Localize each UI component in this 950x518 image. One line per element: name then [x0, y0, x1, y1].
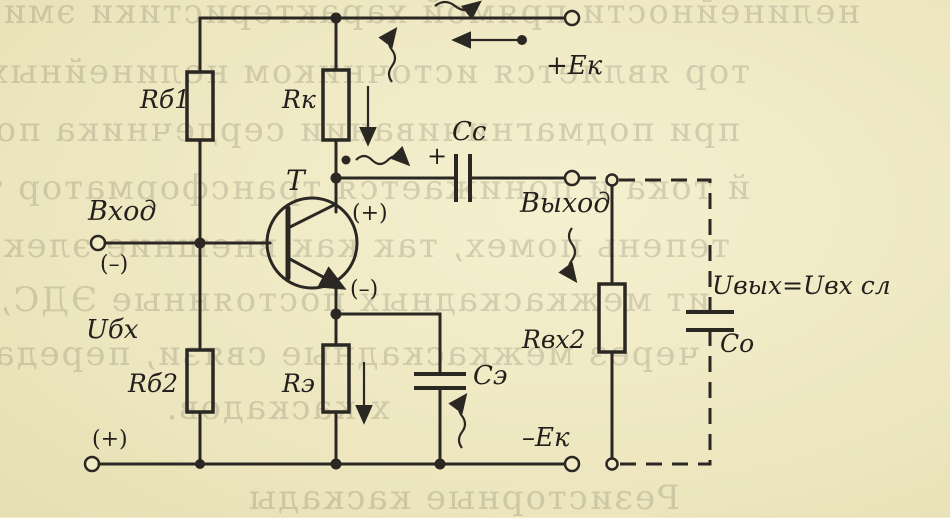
- co-dashed-wire: [619, 178, 712, 466]
- collector-polarity-label: (+): [352, 201, 388, 226]
- bottom-plus-terminal[interactable]: [83, 455, 101, 473]
- rvx2-label: Rвх2: [521, 325, 585, 354]
- plus-ek-label: +Eк: [546, 51, 603, 81]
- signal-arrow-top-right: [434, 0, 482, 20]
- bottom-junction-dot: [330, 458, 342, 470]
- rb2-label: Rб2: [127, 369, 178, 398]
- signal-arrow-rvx2: [558, 227, 578, 284]
- ce-label: Cэ: [473, 361, 507, 391]
- output-terminal[interactable]: [563, 169, 581, 187]
- bottom-junction-dot: [195, 459, 205, 469]
- re-label: Rэ: [281, 369, 315, 398]
- ce-wire: [334, 312, 442, 466]
- minus-ek-label: –Eк: [522, 423, 570, 453]
- cc-polarity-label: +: [427, 142, 447, 170]
- re-resistor: [321, 343, 351, 414]
- input-terminal[interactable]: [89, 234, 107, 252]
- transistor-collector-lead: [286, 202, 338, 230]
- transistor-body: [265, 196, 359, 290]
- transistor-emitter-lead: [286, 256, 347, 290]
- ubx-label: Uбх: [86, 315, 139, 345]
- rb1-label: Rб1: [139, 85, 190, 114]
- minus-ek-terminal[interactable]: [563, 455, 581, 473]
- emitter-polarity-label: (–): [350, 277, 378, 302]
- current-arrow-dot: [517, 35, 527, 45]
- co-label: Cо: [720, 329, 754, 358]
- uvyx-label: Uвых=Uвх сл: [712, 271, 891, 300]
- signal-arrow-ce: [448, 392, 468, 449]
- input-label: Вход: [87, 196, 156, 227]
- signal-arrow-to-cc: [355, 146, 411, 167]
- bottom-polarity-label: (+): [92, 427, 128, 452]
- rk-resistor: [321, 68, 351, 142]
- plus-ek-terminal[interactable]: [563, 9, 581, 27]
- signal-dot-collector: [341, 155, 351, 165]
- signal-arrow-collector: [378, 26, 398, 83]
- rb2-resistor: [185, 348, 215, 414]
- rk-label: Rк: [281, 85, 316, 114]
- transistor-label: T: [286, 164, 307, 197]
- output-label: Выход: [519, 188, 610, 219]
- next-stage-input-terminal: [605, 173, 619, 187]
- rb1-resistor: [185, 70, 215, 142]
- input-polarity-label: (–): [100, 252, 128, 277]
- rvx2-resistor: [597, 282, 627, 354]
- next-stage-ground-terminal: [605, 457, 619, 471]
- cc-label: Cс: [452, 117, 487, 147]
